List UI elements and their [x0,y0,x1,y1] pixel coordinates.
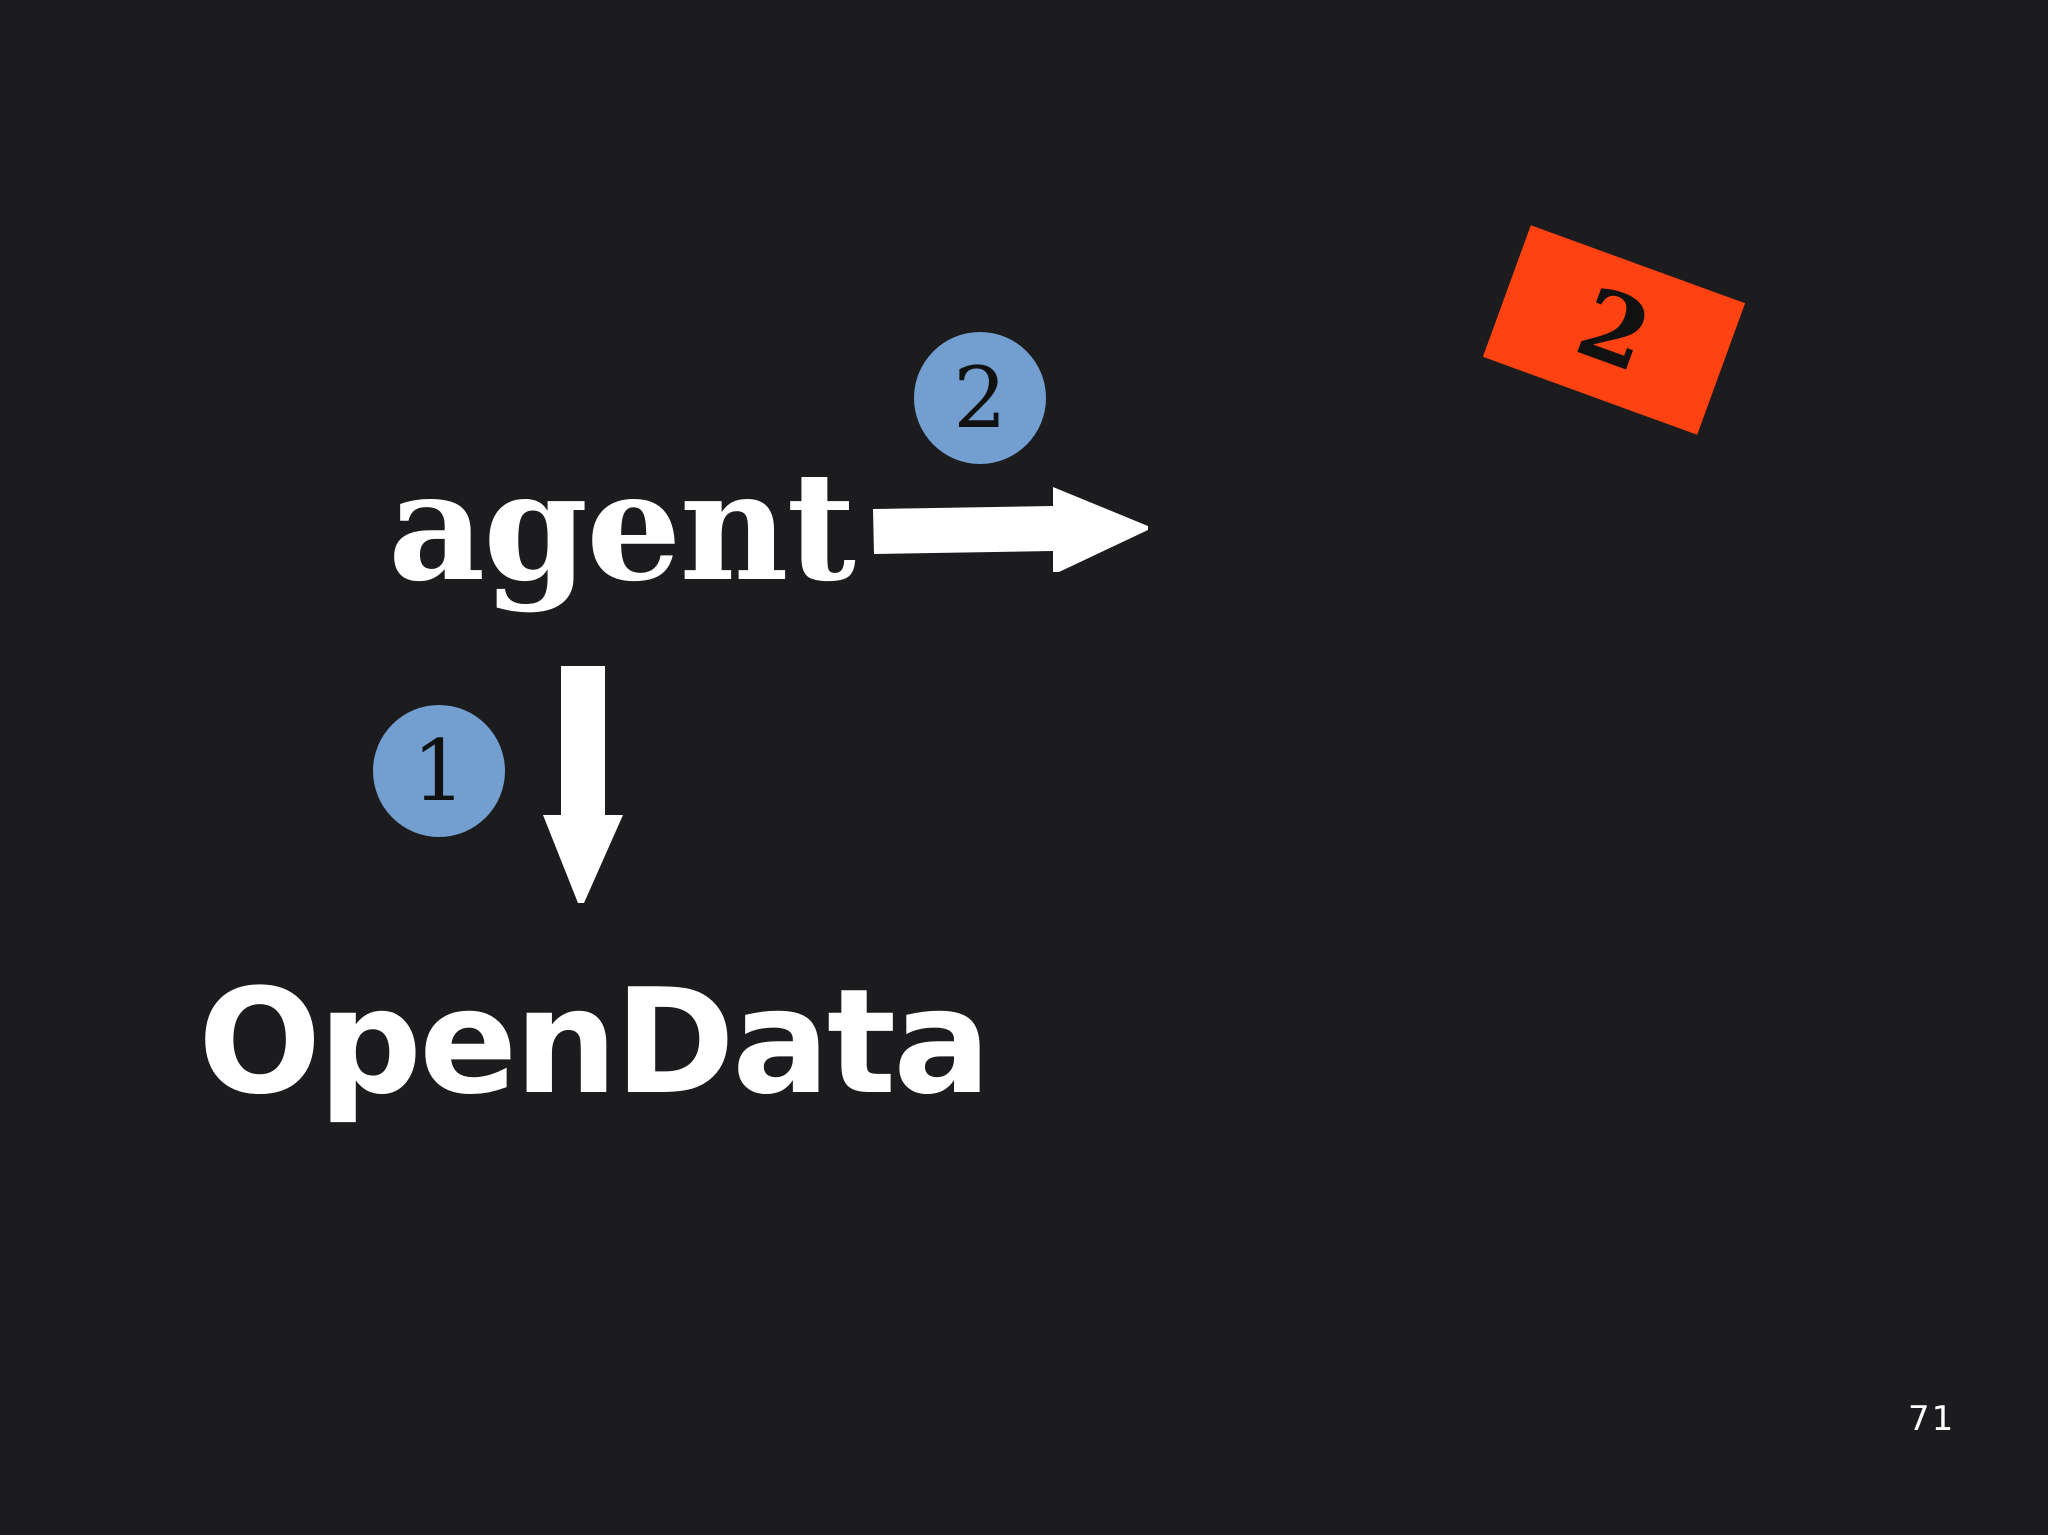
step-tag: 2 [1482,225,1746,435]
arrow-down-icon [543,666,623,903]
step-badge-1-label: 1 [412,722,466,820]
arrow-right-icon [873,487,1148,572]
opendata-node-label: OpenData [198,958,991,1127]
step-badge-2-label: 2 [953,349,1007,447]
step-tag-label: 2 [1563,265,1665,395]
page-number: 71 [1908,1399,1956,1439]
step-badge-2: 2 [914,332,1046,464]
step-badge-1: 1 [373,705,505,837]
agent-node-label: agent [388,439,856,615]
